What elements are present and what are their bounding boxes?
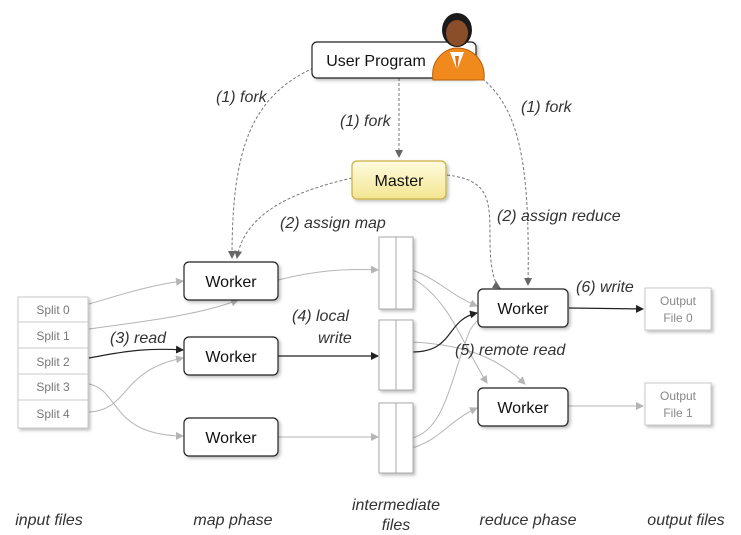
file1-to-reduce1-arrow xyxy=(411,277,488,384)
fork-mid-label: (1) fork xyxy=(340,113,392,130)
output-file-line1: Output xyxy=(660,294,697,308)
split-3: Split 3 xyxy=(17,373,89,401)
assign-reduce-label: (2) assign reduce xyxy=(497,208,621,225)
write-label: (6) write xyxy=(576,279,634,296)
map-worker-label: Worker xyxy=(205,349,257,366)
file2-to-reduce1-arrow xyxy=(411,341,526,385)
assign-map-arrow xyxy=(234,177,353,259)
phase-reduce-label: reduce phase xyxy=(480,512,577,529)
dark-flow-arrows xyxy=(88,304,644,360)
split0-to-worker1-arrow xyxy=(88,277,184,305)
reduce-worker-0: Worker xyxy=(477,288,569,328)
assign-map-label: (2) assign map xyxy=(280,215,386,232)
file1-to-reduce0-arrow xyxy=(411,269,478,308)
output-file-line2: File 1 xyxy=(663,406,693,420)
fork-arrow-right xyxy=(469,69,533,286)
output-file-line1: Output xyxy=(660,389,697,403)
master-label: Master xyxy=(375,173,425,190)
output-file-0: Output File 0 xyxy=(644,287,712,331)
phase-map-label: map phase xyxy=(193,512,272,529)
phase-input-label: input files xyxy=(15,512,83,529)
read-label: (3) read xyxy=(110,330,167,347)
split1-to-worker1-arrow xyxy=(88,298,239,330)
output-file-line2: File 0 xyxy=(663,311,693,325)
split-2: Split 2 xyxy=(17,347,89,375)
map-worker-label: Worker xyxy=(205,274,257,291)
write-arrow xyxy=(568,304,644,313)
split3-to-worker3-arrow xyxy=(88,383,184,440)
user-program-label: User Program xyxy=(326,53,426,70)
reduce-worker-1: Worker xyxy=(477,387,569,427)
remote-read-label: (5) remote read xyxy=(455,342,566,359)
map-worker-1: Worker xyxy=(183,336,279,376)
phase-labels: input files map phase intermediate files… xyxy=(15,497,724,534)
local-write-label-line2: write xyxy=(318,330,352,347)
split-label: Split 4 xyxy=(36,407,70,421)
split-0: Split 0 xyxy=(17,296,89,323)
fork-left-label: (1) fork xyxy=(216,89,268,106)
fork-arrow-left xyxy=(228,65,319,259)
map-worker-label: Worker xyxy=(205,430,257,447)
map-worker-0: Worker xyxy=(183,261,279,301)
intermediate-file-1 xyxy=(378,319,414,391)
step-labels: (1) fork (1) fork (1) fork (2) assign ma… xyxy=(110,89,634,359)
assign-reduce-arrow xyxy=(446,174,501,289)
master-node: Master xyxy=(351,160,447,200)
output-file-1: Output File 1 xyxy=(644,382,712,426)
phase-intermediate-label-line2: files xyxy=(382,517,410,534)
reduce-worker-label: Worker xyxy=(497,400,549,417)
input-splits: Split 0 Split 1 Split 2 Split 3 Split 4 xyxy=(17,296,89,429)
read-arrow xyxy=(88,345,184,359)
split-label: Split 2 xyxy=(36,355,70,369)
split-label: Split 0 xyxy=(36,303,70,317)
split-label: Split 3 xyxy=(36,380,70,394)
worker1-to-file1-arrow xyxy=(277,265,379,281)
split4-to-worker2-arrow xyxy=(88,355,184,413)
reduce-worker-label: Worker xyxy=(497,301,549,318)
phase-intermediate-label-line1: intermediate xyxy=(352,497,440,514)
file3-to-reduce1-arrow xyxy=(411,407,478,449)
intermediate-file-0 xyxy=(378,236,414,310)
remote-read-arrow xyxy=(411,310,478,353)
split-1: Split 1 xyxy=(17,321,89,349)
map-worker-2: Worker xyxy=(183,417,279,457)
fork-arrows xyxy=(228,65,533,289)
split-label: Split 1 xyxy=(36,329,70,343)
local-write-label-line1: (4) local xyxy=(292,308,349,325)
user-avatar-icon xyxy=(432,13,485,81)
fork-right-label: (1) fork xyxy=(521,99,573,116)
split-4: Split 4 xyxy=(17,399,89,429)
intermediate-file-2 xyxy=(378,402,414,474)
phase-output-label: output files xyxy=(647,512,724,529)
